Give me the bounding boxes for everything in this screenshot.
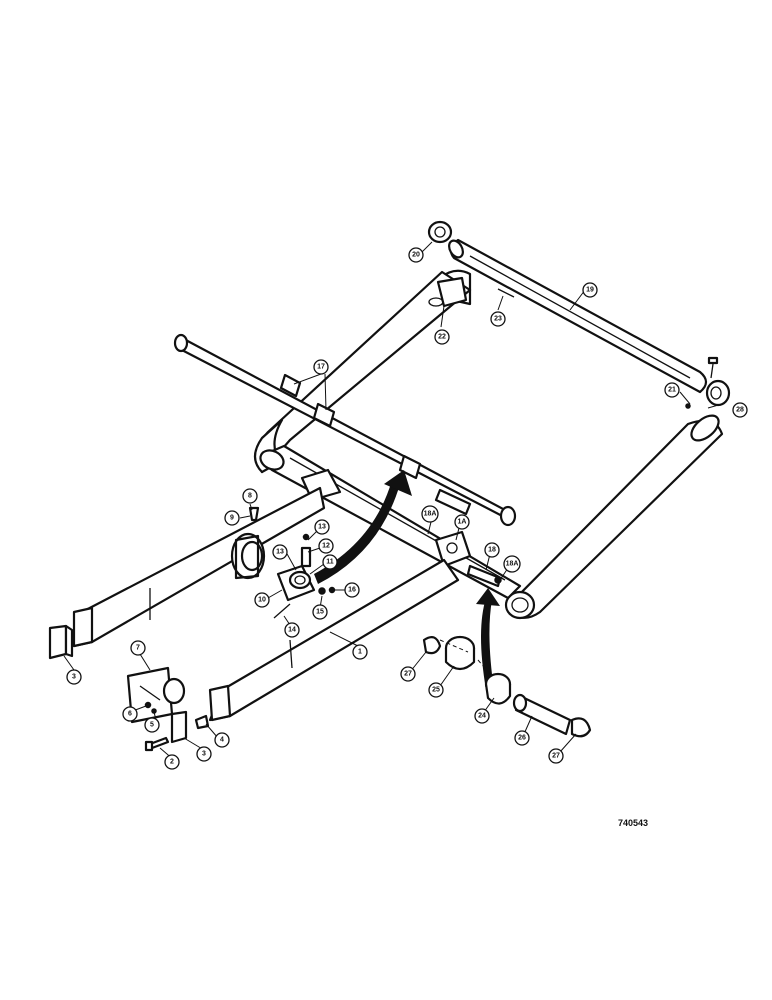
svg-text:13: 13 xyxy=(318,524,326,531)
callout-23: 23 xyxy=(490,311,506,327)
pin-18 xyxy=(466,564,502,588)
callout-22: 22 xyxy=(434,329,450,345)
svg-text:13: 13 xyxy=(276,549,284,556)
svg-text:4: 4 xyxy=(220,737,224,744)
svg-text:28: 28 xyxy=(736,407,744,414)
callout-3-right: 3 xyxy=(196,746,212,762)
callout-2: 2 xyxy=(164,754,180,770)
svg-text:18A: 18A xyxy=(506,561,519,568)
bearing xyxy=(230,532,266,580)
svg-text:27: 27 xyxy=(552,753,560,760)
svg-text:1A: 1A xyxy=(458,519,467,526)
svg-text:25: 25 xyxy=(432,687,440,694)
callout-21: 21 xyxy=(664,382,680,398)
svg-text:3: 3 xyxy=(72,674,76,681)
callout-17: 17 xyxy=(313,359,329,375)
clevis-plate-right xyxy=(170,710,210,744)
arrow-up-left xyxy=(314,470,412,584)
callout-20: 20 xyxy=(408,247,424,263)
collar-28 xyxy=(705,379,731,407)
svg-text:7: 7 xyxy=(136,645,140,652)
linkage-rod-17 xyxy=(173,333,517,527)
collar-20 xyxy=(427,220,453,244)
svg-text:8: 8 xyxy=(248,493,252,500)
svg-text:2: 2 xyxy=(170,759,174,766)
svg-text:18: 18 xyxy=(488,547,496,554)
callout-18A-right: 18A xyxy=(503,555,521,573)
callout-8: 8 xyxy=(242,488,258,504)
svg-text:18A: 18A xyxy=(424,511,437,518)
svg-text:15: 15 xyxy=(316,609,324,616)
svg-text:22: 22 xyxy=(438,334,446,341)
svg-text:20: 20 xyxy=(412,252,420,259)
callout-9: 9 xyxy=(224,510,240,526)
callout-11: 11 xyxy=(322,554,338,570)
left-draft-arm xyxy=(72,486,326,648)
svg-text:3: 3 xyxy=(202,751,206,758)
callout-25: 25 xyxy=(428,682,444,698)
callout-16: 16 xyxy=(344,582,360,598)
rear-cross-tube xyxy=(448,238,708,394)
svg-text:10: 10 xyxy=(258,597,266,604)
callout-14: 14 xyxy=(284,622,300,638)
callout-6: 6 xyxy=(122,706,138,722)
figure-number: 740543 xyxy=(618,818,648,828)
right-draft-arm xyxy=(208,558,460,722)
callout-10: 10 xyxy=(254,592,270,608)
bushing-25 xyxy=(444,635,476,671)
callout-27-bottom: 27 xyxy=(548,748,564,764)
callout-4: 4 xyxy=(214,732,230,748)
callout-7: 7 xyxy=(130,640,146,656)
pivot-bracket xyxy=(300,468,472,568)
svg-text:5: 5 xyxy=(150,722,154,729)
snap-ring-27-top xyxy=(422,636,442,655)
set-screw-21 xyxy=(685,356,719,409)
svg-text:27: 27 xyxy=(404,671,412,678)
callout-3-left: 3 xyxy=(66,669,82,685)
callout-19: 19 xyxy=(582,282,598,298)
pin-26 xyxy=(512,693,572,736)
callout-15: 15 xyxy=(312,604,328,620)
snap-ring-27-bottom xyxy=(570,717,592,738)
svg-text:6: 6 xyxy=(128,711,132,718)
bushing-24 xyxy=(484,672,512,705)
svg-text:24: 24 xyxy=(478,713,486,720)
svg-text:1: 1 xyxy=(358,649,362,656)
clevis-plate-left xyxy=(48,624,74,660)
svg-text:17: 17 xyxy=(317,364,325,371)
pin-8 xyxy=(248,506,260,522)
bolt-2 xyxy=(144,736,170,752)
svg-text:21: 21 xyxy=(668,387,676,394)
svg-text:19: 19 xyxy=(586,287,594,294)
callout-1A: 1A xyxy=(454,514,470,530)
svg-text:14: 14 xyxy=(288,627,296,634)
svg-text:16: 16 xyxy=(348,587,356,594)
svg-text:12: 12 xyxy=(322,543,330,550)
callout-18: 18 xyxy=(484,542,500,558)
callout-5: 5 xyxy=(144,717,160,733)
callout-13-top: 13 xyxy=(314,519,330,535)
callout-12: 12 xyxy=(318,538,334,554)
callout-18A-left: 18A xyxy=(421,505,439,523)
svg-text:11: 11 xyxy=(326,559,334,566)
callout-24: 24 xyxy=(474,708,490,724)
callout-1: 1 xyxy=(352,644,368,660)
svg-text:9: 9 xyxy=(230,515,234,522)
callout-13-left: 13 xyxy=(272,544,288,560)
callout-26: 26 xyxy=(514,730,530,746)
swivel-assembly xyxy=(273,533,336,619)
callout-27-top: 27 xyxy=(400,666,416,682)
callout-28: 28 xyxy=(732,402,748,418)
svg-text:23: 23 xyxy=(494,316,502,323)
svg-text:26: 26 xyxy=(518,735,526,742)
